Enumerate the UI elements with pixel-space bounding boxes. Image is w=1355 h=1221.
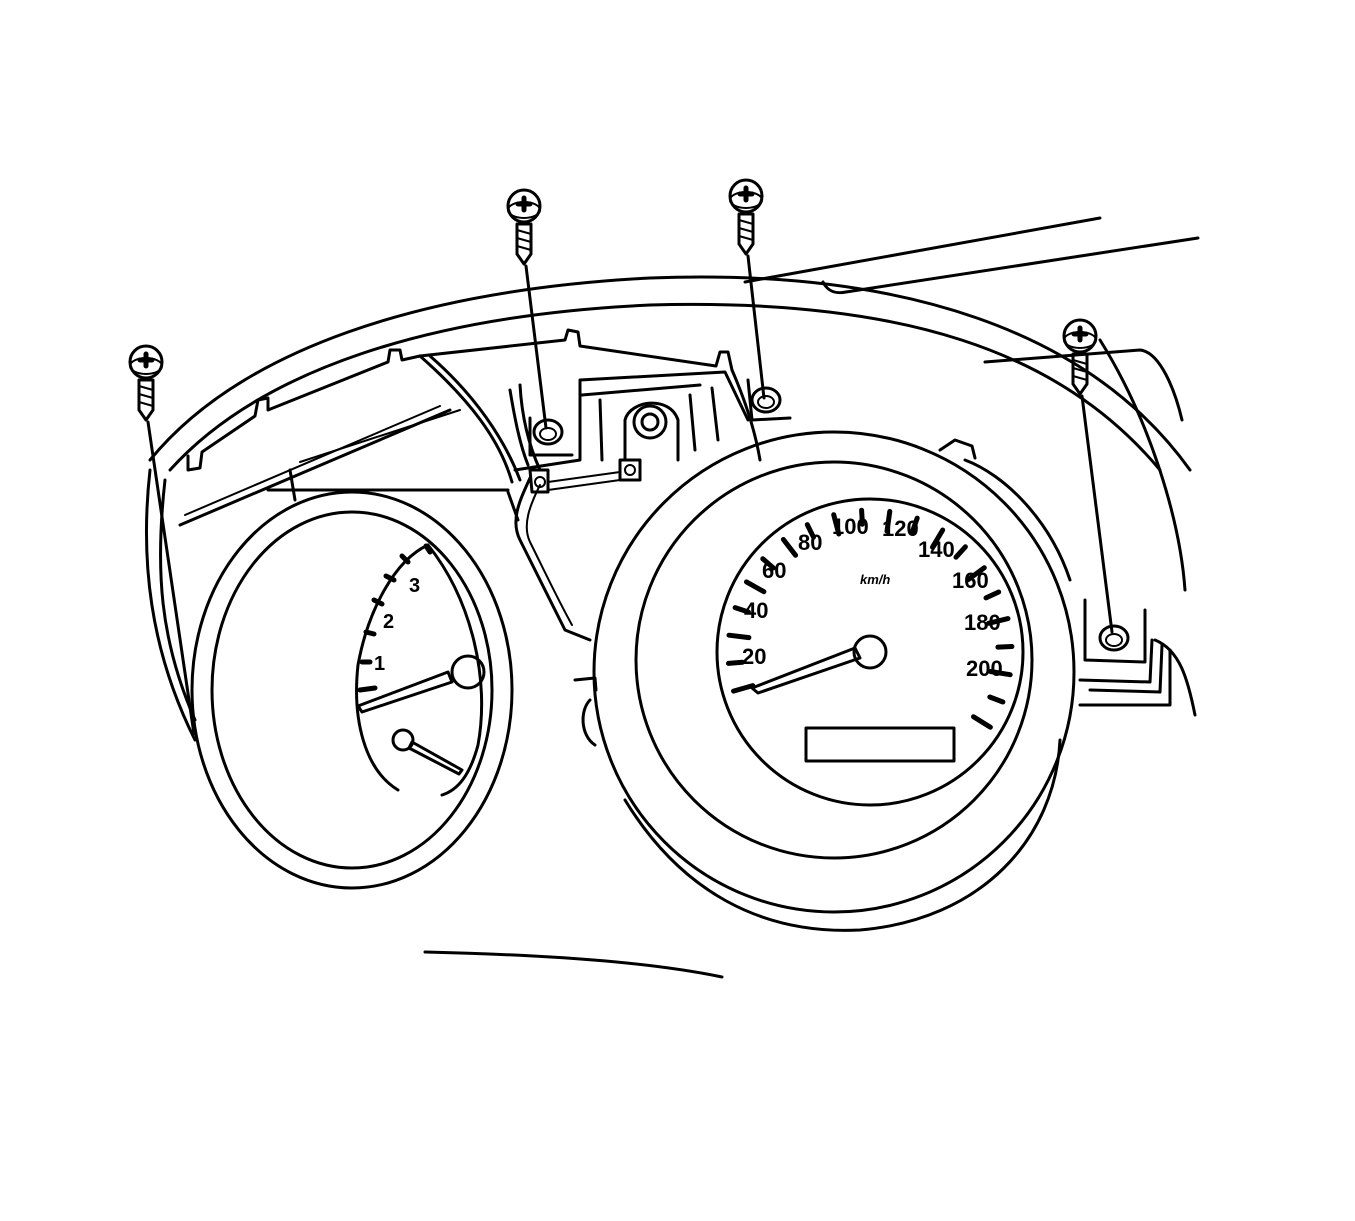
speedometer-label-60: 60	[762, 558, 786, 583]
speedometer-tick	[731, 683, 756, 694]
phillips-screw-icon	[128, 344, 196, 736]
speedometer-tick	[987, 669, 1013, 678]
tachometer-ticks	[357, 543, 433, 693]
speedometer-tick	[983, 589, 1002, 601]
speedometer-tick	[995, 644, 1015, 650]
speedometer-label-80: 80	[798, 530, 822, 555]
mounting-hole-center-right	[746, 378, 792, 422]
speedometer-tick	[726, 632, 752, 641]
speedometer-tick	[986, 616, 1011, 626]
fuel-gauge-needle	[391, 728, 464, 776]
speedometer-tick	[732, 605, 751, 615]
speedometer-needle	[750, 634, 888, 695]
speedometer-tick	[953, 544, 968, 560]
speedometer-tick	[930, 527, 946, 550]
speedometer-tick	[804, 522, 816, 540]
tachometer-label-3: 3	[409, 575, 420, 597]
speedometer-tick	[760, 556, 776, 571]
speedometer-label-200: 200	[966, 656, 1003, 681]
cluster-housing	[144, 328, 1072, 742]
speedometer-tick	[744, 579, 767, 595]
phillips-screw-icon	[1062, 318, 1114, 634]
speedometer-label-120: 120	[882, 516, 919, 541]
dash-bezel-arcs	[148, 216, 1200, 979]
speedometer-tick	[780, 537, 799, 558]
speedometer-tick	[884, 508, 893, 534]
speedometer-label-160: 160	[952, 568, 989, 593]
speedometer-tick	[910, 515, 920, 534]
odometer-display	[804, 726, 956, 763]
phillips-screw-icon	[506, 188, 548, 430]
tachometer-label-2: 2	[383, 611, 394, 633]
speedometer-tick	[965, 565, 987, 583]
speedometer-tick	[726, 659, 745, 666]
mounting-hole-center-left	[528, 416, 574, 457]
tachometer-gauge: 1 2 3	[190, 490, 514, 890]
speedometer-label-100: 100	[832, 514, 869, 539]
tachometer-needle	[356, 654, 486, 714]
center-bracket	[506, 370, 750, 747]
speedometer-tick	[831, 512, 842, 537]
speedometer-label-180: 180	[964, 610, 1001, 635]
tachometer-label-1: 1	[374, 653, 385, 675]
speedometer-unit-label: km/h	[860, 572, 890, 587]
screws	[128, 178, 1114, 736]
speedometer-gauge: 20 40 60 80 100 120 140 160 180 200 km/h	[592, 430, 1076, 932]
mounting-hole-right	[1078, 598, 1172, 707]
mounting-holes	[528, 378, 1172, 707]
speedometer-tick	[859, 507, 865, 527]
speedometer-ticks	[726, 507, 1015, 730]
speedometer-label-40: 40	[744, 598, 768, 623]
speedometer-label-20: 20	[742, 644, 766, 669]
speedometer-label-140: 140	[918, 537, 955, 562]
phillips-screw-icon	[728, 178, 766, 400]
speedometer-tick	[971, 714, 993, 730]
speedometer-tick	[987, 694, 1006, 705]
